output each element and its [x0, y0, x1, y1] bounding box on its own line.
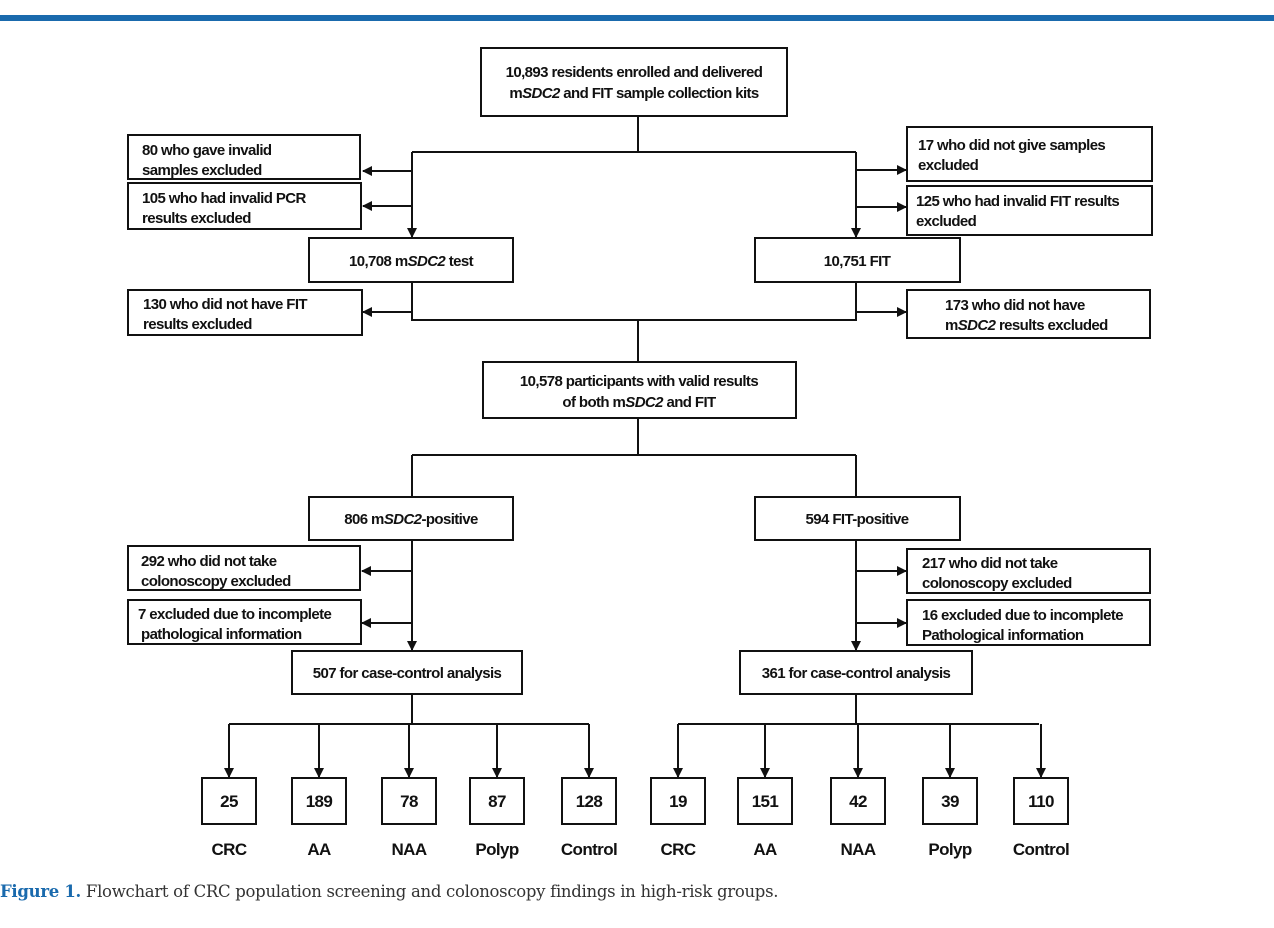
outcome-count: 19: [669, 792, 687, 811]
outcome-count: 128: [576, 792, 603, 811]
outcome-label: Control: [1013, 840, 1069, 859]
svg-text:results excluded: results excluded: [143, 316, 252, 333]
svg-text:217 who did not take: 217 who did not take: [922, 555, 1058, 572]
box-fit-test: 10,751 FIT: [754, 237, 961, 283]
outcome-box: [469, 777, 525, 825]
svg-text:of both mSDC2 and FIT: of both mSDC2 and FIT: [562, 394, 716, 411]
svg-text:292 who did not take: 292 who did not take: [141, 553, 277, 570]
svg-text:mSDC2 results excluded: mSDC2 results excluded: [945, 317, 1108, 334]
outcome-count: 42: [849, 792, 867, 811]
outcome-count: 78: [400, 792, 418, 811]
svg-text:10,893 residents enrolled and: 10,893 residents enrolled and delivered: [506, 64, 763, 81]
header-accent-bar: [0, 15, 1274, 21]
svg-text:507 for case-control analysis: 507 for case-control analysis: [313, 665, 502, 682]
svg-text:results excluded: results excluded: [142, 210, 251, 227]
outcome-label: Control: [561, 840, 617, 859]
outcome-box: [561, 777, 617, 825]
svg-text:excluded: excluded: [918, 157, 979, 174]
outcome-label: AA: [307, 840, 331, 859]
outcome-box: [650, 777, 706, 825]
outcome-box: [830, 777, 886, 825]
svg-text:10,708 mSDC2 test: 10,708 mSDC2 test: [349, 253, 474, 270]
svg-text:7 excluded due to incomplete: 7 excluded due to incomplete: [138, 606, 332, 623]
svg-text:173 who did not have: 173 who did not have: [945, 297, 1085, 314]
box-right-incomplete: 16 excluded due to incomplete Pathologic…: [906, 599, 1151, 646]
svg-text:80 who gave invalid: 80 who gave invalid: [142, 142, 272, 159]
outcome-count: 110: [1028, 792, 1054, 811]
box-no-msdc2: 173 who did not have mSDC2 results exclu…: [906, 289, 1151, 339]
box-left-incomplete: 7 excluded due to incomplete pathologica…: [127, 599, 362, 645]
svg-text:130 who did not have FIT: 130 who did not have FIT: [143, 296, 307, 313]
box-right-analysis: 361 for case-control analysis: [739, 650, 973, 695]
outcome-count: 25: [220, 792, 238, 811]
outcome-label: Polyp: [928, 840, 972, 859]
svg-text:pathological information: pathological information: [141, 626, 302, 643]
svg-text:17 who did not give samples: 17 who did not give samples: [918, 137, 1105, 154]
outcome-count: 151: [752, 792, 779, 811]
svg-text:10,751 FIT: 10,751 FIT: [824, 253, 891, 270]
svg-text:samples excluded: samples excluded: [142, 162, 262, 179]
box-invalid-fit: 125 who had invalid FIT results excluded: [906, 185, 1153, 236]
outcome-box: [922, 777, 978, 825]
box-left-no-colonoscopy: 292 who did not take colonoscopy exclude…: [127, 545, 361, 591]
svg-text:colonoscopy excluded: colonoscopy excluded: [141, 573, 291, 590]
outcome-count: 189: [306, 792, 333, 811]
box-msdc2-positive: 806 mSDC2-positive: [308, 496, 514, 541]
svg-text:594 FIT-positive: 594 FIT-positive: [806, 511, 909, 528]
box-valid-both: 10,578 participants with valid results o…: [482, 361, 797, 419]
box-enrolled: 10,893 residents enrolled and delivered …: [480, 47, 788, 117]
outcome-label: NAA: [840, 840, 875, 859]
figure-caption: Figure 1. Flowchart of CRC population sc…: [0, 882, 778, 901]
outcome-label: CRC: [211, 840, 246, 859]
svg-text:10,578 participants with valid: 10,578 participants with valid results: [520, 373, 758, 390]
svg-text:Pathological information: Pathological information: [922, 627, 1084, 644]
flowchart: 10,893 residents enrolled and delivered …: [127, 47, 1153, 859]
box-msdc2-test: 10,708 mSDC2 test: [308, 237, 514, 283]
svg-text:125 who had invalid FIT result: 125 who had invalid FIT results: [916, 193, 1119, 210]
caption-text: Flowchart of CRC population screening an…: [80, 882, 779, 901]
figure-label: Figure 1.: [0, 882, 81, 901]
outcome-label: Polyp: [475, 840, 519, 859]
box-no-samples: 17 who did not give samples excluded: [906, 126, 1153, 182]
outcome-label: NAA: [391, 840, 426, 859]
outcome-count: 87: [488, 792, 506, 811]
svg-text:806 mSDC2-positive: 806 mSDC2-positive: [344, 511, 478, 528]
outcome-box: [291, 777, 347, 825]
svg-text:mSDC2 and FIT sample collectio: mSDC2 and FIT sample collection kits: [509, 85, 759, 102]
box-right-no-colonoscopy: 217 who did not take colonoscopy exclude…: [906, 548, 1151, 594]
box-left-analysis: 507 for case-control analysis: [291, 650, 523, 695]
box-no-fit: 130 who did not have FIT results exclude…: [127, 289, 363, 336]
outcome-box: [381, 777, 437, 825]
box-fit-positive: 594 FIT-positive: [754, 496, 961, 541]
svg-text:105 who had invalid PCR: 105 who had invalid PCR: [142, 190, 307, 207]
svg-text:361 for case-control analysis: 361 for case-control analysis: [762, 665, 951, 682]
outcome-box: [1013, 777, 1069, 825]
outcome-box: [737, 777, 793, 825]
svg-text:16 excluded due to incomplete: 16 excluded due to incomplete: [922, 607, 1123, 624]
svg-text:excluded: excluded: [916, 213, 977, 230]
outcome-count: 39: [941, 792, 959, 811]
connectors: [224, 116, 1046, 778]
svg-text:colonoscopy excluded: colonoscopy excluded: [922, 575, 1072, 592]
box-invalid-pcr: 105 who had invalid PCR results excluded: [127, 182, 362, 230]
outcome-label: CRC: [660, 840, 695, 859]
outcome-label: AA: [753, 840, 777, 859]
outcome-box: [201, 777, 257, 825]
box-invalid-samples: 80 who gave invalid samples excluded: [127, 134, 361, 180]
